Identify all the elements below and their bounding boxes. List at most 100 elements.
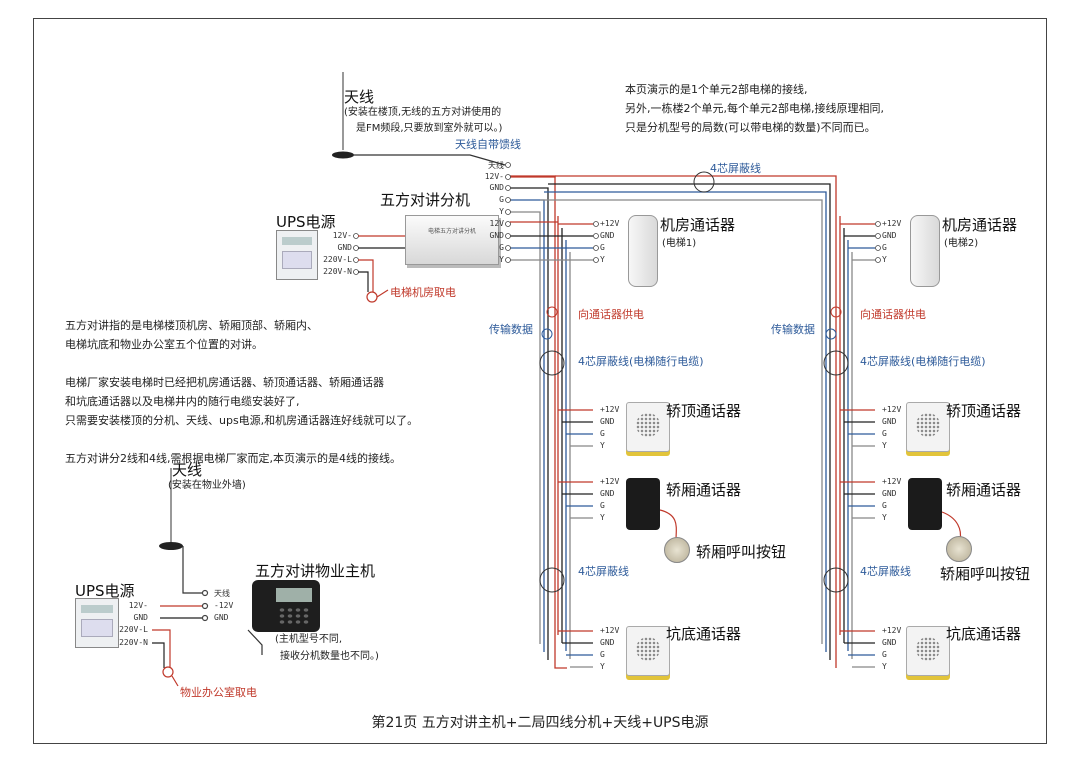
ups-terminal: 220V-N [119,638,148,647]
device-terminal: Y [882,513,887,522]
cable-label: 4芯屏蔽线 [578,565,629,578]
call-button-icon [946,536,972,562]
device-terminal: G [882,650,887,659]
note-line: 只需要安装楼顶的分机、天线、ups电源,和机房通话器连好线就可以了。 [65,414,419,427]
note-line: 只是分机型号的局数(可以带电梯的数量)不同而已。 [625,121,876,134]
top-bus [510,175,853,669]
antenna-top-desc: (安装在楼顶,无线的五方对讲使用的 [344,107,502,118]
car-label: 轿厢通话器 [666,481,742,499]
splitter-terminal: GND [489,231,504,240]
machine-room-intercom-icon [628,215,658,287]
device-terminal: GND [600,489,615,498]
ups-bottom-title: UPS电源 [75,582,135,600]
ups-bottom-power-note: 物业办公室取电 [180,686,257,699]
host-phone-icon [252,580,320,632]
pit-intercom-icon [906,626,950,676]
splitter-box: 电梯五方对讲分机 [405,215,499,265]
call-button-label: 轿厢呼叫按钮 [696,543,787,561]
call-button-label: 轿厢呼叫按钮 [940,565,1031,583]
car-top-label: 轿顶通话器 [666,402,742,420]
note-line [65,354,418,373]
host-terminal: 天线 [214,589,230,598]
device-terminal: G [882,501,887,510]
host-terminal: -12V [214,601,234,610]
splitter-terminal: 12V- [484,172,504,181]
splitter-title: 五方对讲分机 [380,191,471,209]
ups-terminal: GND [133,613,148,622]
device-terminal: GND [882,489,897,498]
device-terminal: +12V [600,477,620,486]
host-title: 五方对讲物业主机 [255,562,376,580]
cable-label: 4芯屏蔽线(电梯随行电缆) [578,355,704,368]
ups-terminal: 12V- [332,231,352,240]
car-intercom-icon [626,478,660,530]
car-label: 轿厢通话器 [946,481,1022,499]
ups-top-power-note: 电梯机房取电 [390,286,456,299]
machine-room-intercom-icon [910,215,940,287]
car-top-label: 轿顶通话器 [946,402,1022,420]
device-terminal: Y [600,441,605,450]
ups-terminal: 12V- [128,601,148,610]
device-terminal: GND [882,417,897,426]
ups-top-title: UPS电源 [276,213,336,231]
ups-bottom-device [75,598,119,648]
host-desc: 接收分机数量也不同。) [280,651,379,662]
antenna-top-title: 天线 [344,88,375,106]
cable-label: 4芯屏蔽线 [860,565,911,578]
device-terminal: GND [600,638,615,647]
note-line [65,430,418,449]
cable-label-data: 传输数据 [489,323,533,336]
device-terminal: GND [600,417,615,426]
device-terminal: +12V [882,219,902,228]
car-top-intercom-icon [906,402,950,452]
note-left: 五方对讲指的是电梯楼顶机房、轿厢顶部、轿厢内、 电梯坑底和物业办公室五个位置的对… [65,316,418,468]
note-line: 电梯厂家安装电梯时已经把机房通话器、轿顶通话器、轿厢通话器 [65,376,384,389]
ups-terminal: GND [337,243,352,252]
bottom-wiring [152,468,962,687]
cable-shield-markers [539,171,849,593]
splitter-terminal: GND [489,183,504,192]
right-taps [840,223,875,668]
device-terminal: G [600,501,605,510]
device-terminal: Y [882,255,887,264]
machine-room-sub: (电梯2) [944,238,979,249]
cable-label: 4芯屏蔽线(电梯随行电缆) [860,355,986,368]
device-terminal: +12V [882,405,902,414]
splitter-box-label: 电梯五方对讲分机 [427,228,476,235]
device-terminal: G [882,243,887,252]
antenna-bottom-desc: (安装在物业外墙) [168,480,246,491]
feeder-label: 天线自带馈线 [455,138,521,151]
host-terminal: GND [214,613,229,622]
ups-top-wiring [358,235,405,303]
call-button-icon [664,537,690,563]
note-line: 五方对讲指的是电梯楼顶机房、轿厢顶部、轿厢内、 [65,319,318,332]
device-terminal: G [600,429,605,438]
cable-label-data: 传输数据 [771,323,815,336]
ups-top-device [276,230,318,280]
note-line: 另外,一栋楼2个单元,每个单元2部电梯,接线原理相同, [625,102,884,115]
ups-terminal: 220V-L [323,255,352,264]
device-terminal: +12V [600,405,620,414]
splitter-terminal: 天线 [488,161,504,170]
splitter-terminal: 12V [489,219,504,228]
note-line: 本页演示的是1个单元2部电梯的接线, [625,83,808,96]
note-line: 和坑底通话器以及电梯井内的随行电缆安装好了, [65,395,300,408]
page-footer: 第21页 五方对讲主机+二局四线分机+天线+UPS电源 [371,715,709,731]
device-terminal: Y [600,662,605,671]
device-terminal: G [600,650,605,659]
cable-label-power: 向通话器供电 [578,308,644,321]
device-terminal: G [600,243,605,252]
host-desc: (主机型号不同, [275,634,343,645]
splitter-terminal: G [499,195,504,204]
device-terminal: +12V [600,626,620,635]
device-terminal: Y [600,255,605,264]
machine-room-label: 机房通话器 [942,216,1018,234]
antenna-top-graphic [332,72,506,166]
ups-terminal: 220V-L [119,625,148,634]
splitter-terminal: G [499,243,504,252]
car-top-intercom-icon [626,402,670,452]
device-terminal: Y [882,441,887,450]
device-terminal: Y [600,513,605,522]
device-terminal: +12V [882,626,902,635]
